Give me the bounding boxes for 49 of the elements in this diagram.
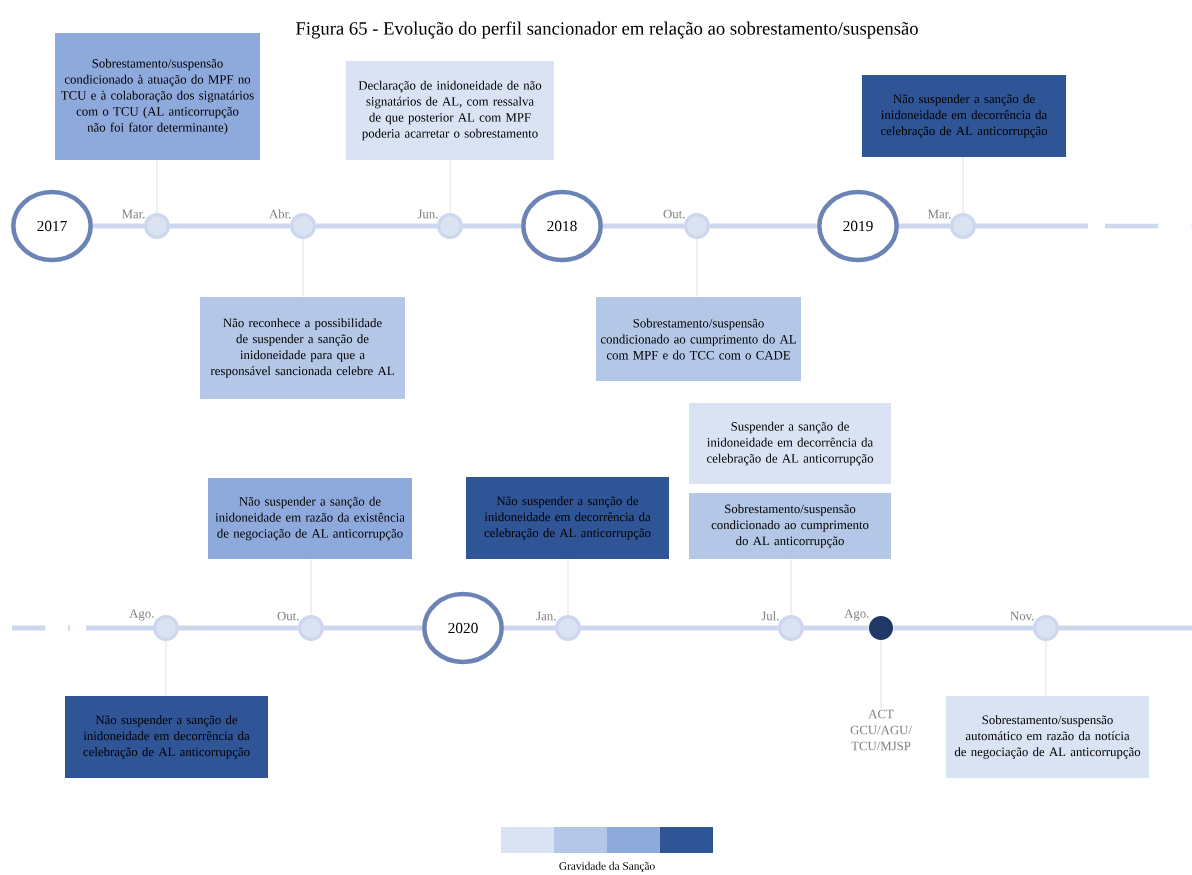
month-label: Mar. (121, 209, 145, 219)
event-box: Não suspender a sanção de inidoneidade em decorrência da celebração de AL anticorrupção (862, 75, 1066, 157)
timeline-line (324, 625, 423, 631)
timeline-dot (869, 616, 893, 640)
event-box: Não suspender a sanção de inidoneidade em decorrência da celebração de AL anticorrupção (466, 477, 669, 559)
event-box: Não suspender a sanção de inidoneidade em decorrência da celebração de AL anticorrupção (65, 696, 268, 778)
month-label: Jul. (761, 611, 779, 621)
event-box: Declaração de inidoneidade de não signatários de AL, com ressalva de que posterior AL com MPF poderia acarretar o sobrestamento (346, 61, 554, 160)
timeline-line (893, 625, 1033, 631)
event-box: Suspender a sanção de inidoneidade em decorrência da celebração de AL anticorrupção (689, 403, 891, 484)
figure-title: Figura 65 - Evolução do perfil sancionador em relação ao sobrestamento/suspensão (296, 21, 918, 39)
event-box: Não reconhece a possibilidade de suspender a sanção de inidoneidade para que a responsável sancionada celebre AL (200, 297, 405, 399)
timeline-dot (290, 213, 316, 239)
month-label: Out. (277, 611, 299, 621)
event-box: Sobrestamento/suspensão condicionado à atuação do MPF no TCU e à colaboração dos signatários com o TCU (AL anticorrupção não foi fator determinante) (55, 33, 260, 160)
timeline-dot (437, 213, 463, 239)
legend-text: Gravidade da Sanção (559, 861, 655, 873)
month-label: Abr. (269, 209, 291, 219)
month-label: Jun. (417, 209, 438, 219)
timeline-dot (153, 615, 179, 641)
event-box: Sobrestamento/suspensão automático em razão da notícia de negociação de AL anticorrupção (946, 696, 1149, 778)
timeline-line (602, 223, 684, 229)
timeline-line (170, 223, 290, 229)
timeline-line (463, 223, 522, 229)
timeline-line (898, 223, 950, 229)
timeline-line (804, 625, 869, 631)
timeline-line (710, 223, 818, 229)
month-label: Jan. (536, 611, 556, 621)
event-label: ACT GCU/AGU/ TCU/MJSP (850, 709, 912, 751)
timeline-dot (778, 615, 804, 641)
timeline-line (92, 223, 144, 229)
timeline-dot (950, 213, 976, 239)
event-box: Não suspender a sanção de inidoneidade em razão da existência de negociação de AL anticorrupção (208, 478, 412, 559)
month-label: Mar. (927, 209, 951, 219)
timeline-dot (144, 213, 170, 239)
timeline-line (316, 223, 437, 229)
month-label: Ago. (129, 609, 154, 621)
timeline-dot (555, 615, 581, 641)
month-label: Ago. (844, 609, 869, 621)
timeline-dot (1033, 615, 1059, 641)
month-label: Nov. (1010, 611, 1034, 621)
event-box: Sobrestamento/suspensão condicionado ao cumprimento do AL com MPF e do TCC com o CADE (596, 297, 801, 381)
timeline-dot (298, 615, 324, 641)
event-box: Sobrestamento/suspensão condicionado ao cumprimento do AL anticorrupção (689, 493, 891, 559)
timeline-line (503, 625, 555, 631)
month-label: Out. (663, 209, 685, 219)
timeline-line (581, 625, 778, 631)
timeline-dot (684, 213, 710, 239)
timeline-line (179, 625, 298, 631)
